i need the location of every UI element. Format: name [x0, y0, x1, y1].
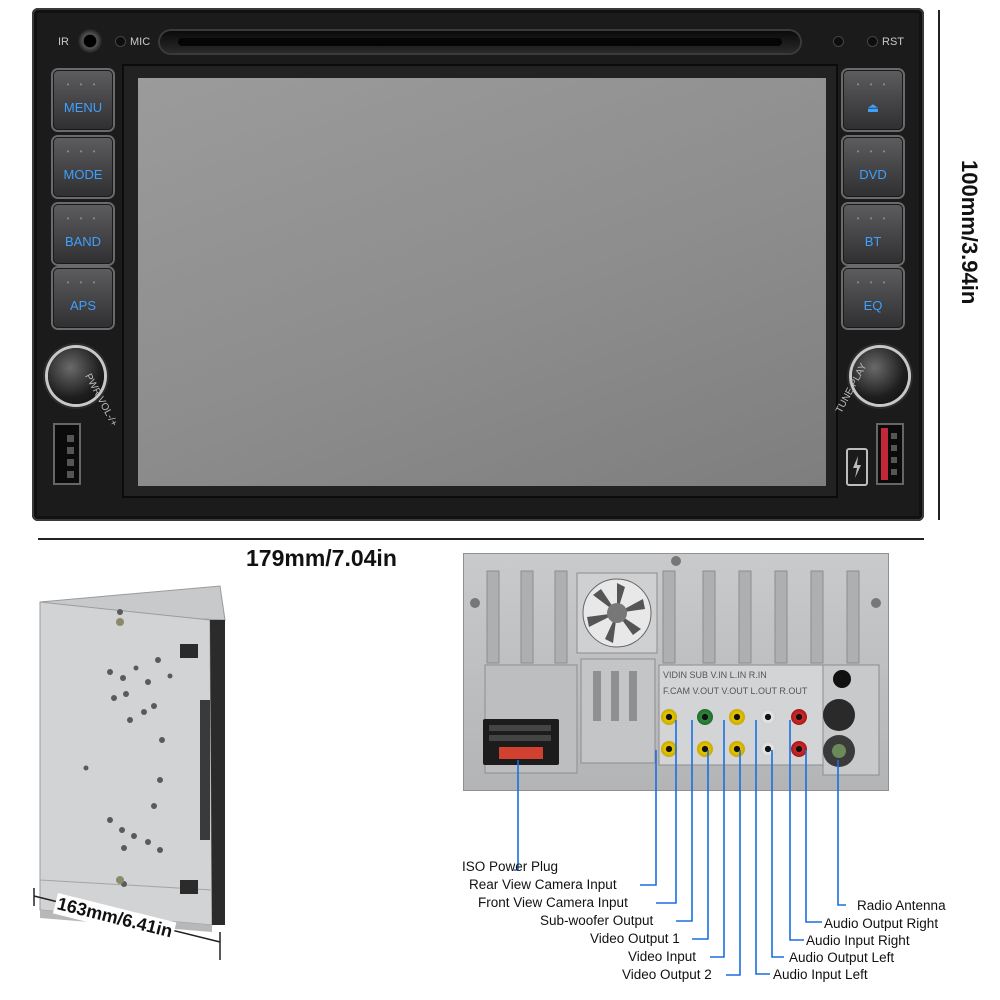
callout-audio-output-left: Audio Output Left	[789, 950, 895, 965]
side-view-chassis	[33, 585, 226, 960]
callout-radio-antenna: Radio Antenna	[857, 898, 946, 913]
rca-jack-video-output-2[interactable]	[729, 741, 745, 757]
rca-jack-subwoofer-output[interactable]	[697, 709, 713, 725]
ir-jack-icon	[78, 29, 102, 53]
height-dimension-line	[938, 10, 940, 520]
dvd-button[interactable]: • • • DVD	[843, 137, 903, 197]
tune-knob[interactable]	[852, 348, 908, 404]
bt-button[interactable]: • • • BT	[843, 204, 903, 264]
rca-jack-front-camera-input[interactable]	[661, 709, 677, 725]
ir-label: IR	[58, 36, 69, 48]
eject-icon: ⏏	[866, 100, 880, 115]
rca-jack-audio-input-left[interactable]	[760, 709, 776, 725]
width-dimension-label: 179mm/7.04in	[246, 545, 397, 571]
eq-button[interactable]: • • • EQ	[843, 268, 903, 328]
callout-audio-output-right: Audio Output Right	[824, 916, 939, 931]
mic-label: MIC	[130, 36, 151, 48]
callout-video-output-1: Video Output 1	[590, 931, 680, 946]
band-button-label: BAND	[64, 234, 102, 249]
mode-button-label: MODE	[63, 167, 103, 182]
touch-screen[interactable]	[138, 78, 826, 486]
aps-button[interactable]: • • • APS	[53, 268, 113, 328]
rear-port-labels-top: VIDIN SUB V.IN L.IN R.IN	[663, 670, 767, 680]
menu-button-label: MENU	[63, 100, 103, 115]
usb-port-right-charging[interactable]	[878, 425, 902, 483]
rear-port-labels-bottom: F.CAM V.OUT V.OUT L.OUT R.OUT	[663, 686, 808, 696]
eject-button[interactable]: • • • ⏏	[843, 70, 903, 130]
menu-button[interactable]: • • • MENU	[53, 70, 113, 130]
rca-jack-audio-output-right[interactable]	[791, 741, 807, 757]
callout-subwoofer-output: Sub-woofer Output	[540, 913, 654, 928]
callout-video-input: Video Input	[628, 949, 697, 964]
usb-port-left[interactable]	[55, 425, 79, 483]
bt-button-label: BT	[864, 234, 882, 249]
callout-audio-input-right: Audio Input Right	[806, 933, 910, 948]
rca-jack-audio-input-right[interactable]	[791, 709, 807, 725]
callout-front-camera-input: Front View Camera Input	[478, 895, 628, 910]
band-button[interactable]: • • • BAND	[53, 204, 113, 264]
mic-hole-icon	[116, 37, 125, 46]
mode-button[interactable]: • • • MODE	[53, 137, 113, 197]
volume-knob[interactable]	[48, 348, 104, 404]
rca-jack-video-output-1[interactable]	[697, 741, 713, 757]
width-dimension-line	[38, 538, 924, 540]
rca-jack-video-input[interactable]	[729, 709, 745, 725]
callout-iso-power-plug: ISO Power Plug	[462, 859, 559, 874]
rca-jack-rear-camera-input[interactable]	[661, 741, 677, 757]
dvd-button-label: DVD	[859, 167, 887, 182]
callout-video-output-2: Video Output 2	[622, 967, 712, 982]
rst-label: RST	[882, 36, 904, 48]
callout-audio-input-left: Audio Input Left	[773, 967, 868, 982]
disc-slot-opening	[178, 38, 782, 46]
aps-button-label: APS	[69, 298, 96, 313]
eq-button-label: EQ	[863, 298, 883, 313]
sensor-dot-icon	[834, 37, 843, 46]
reset-button[interactable]	[868, 37, 877, 46]
charging-battery-icon	[846, 448, 868, 486]
callout-rear-camera-input: Rear View Camera Input	[469, 877, 617, 892]
